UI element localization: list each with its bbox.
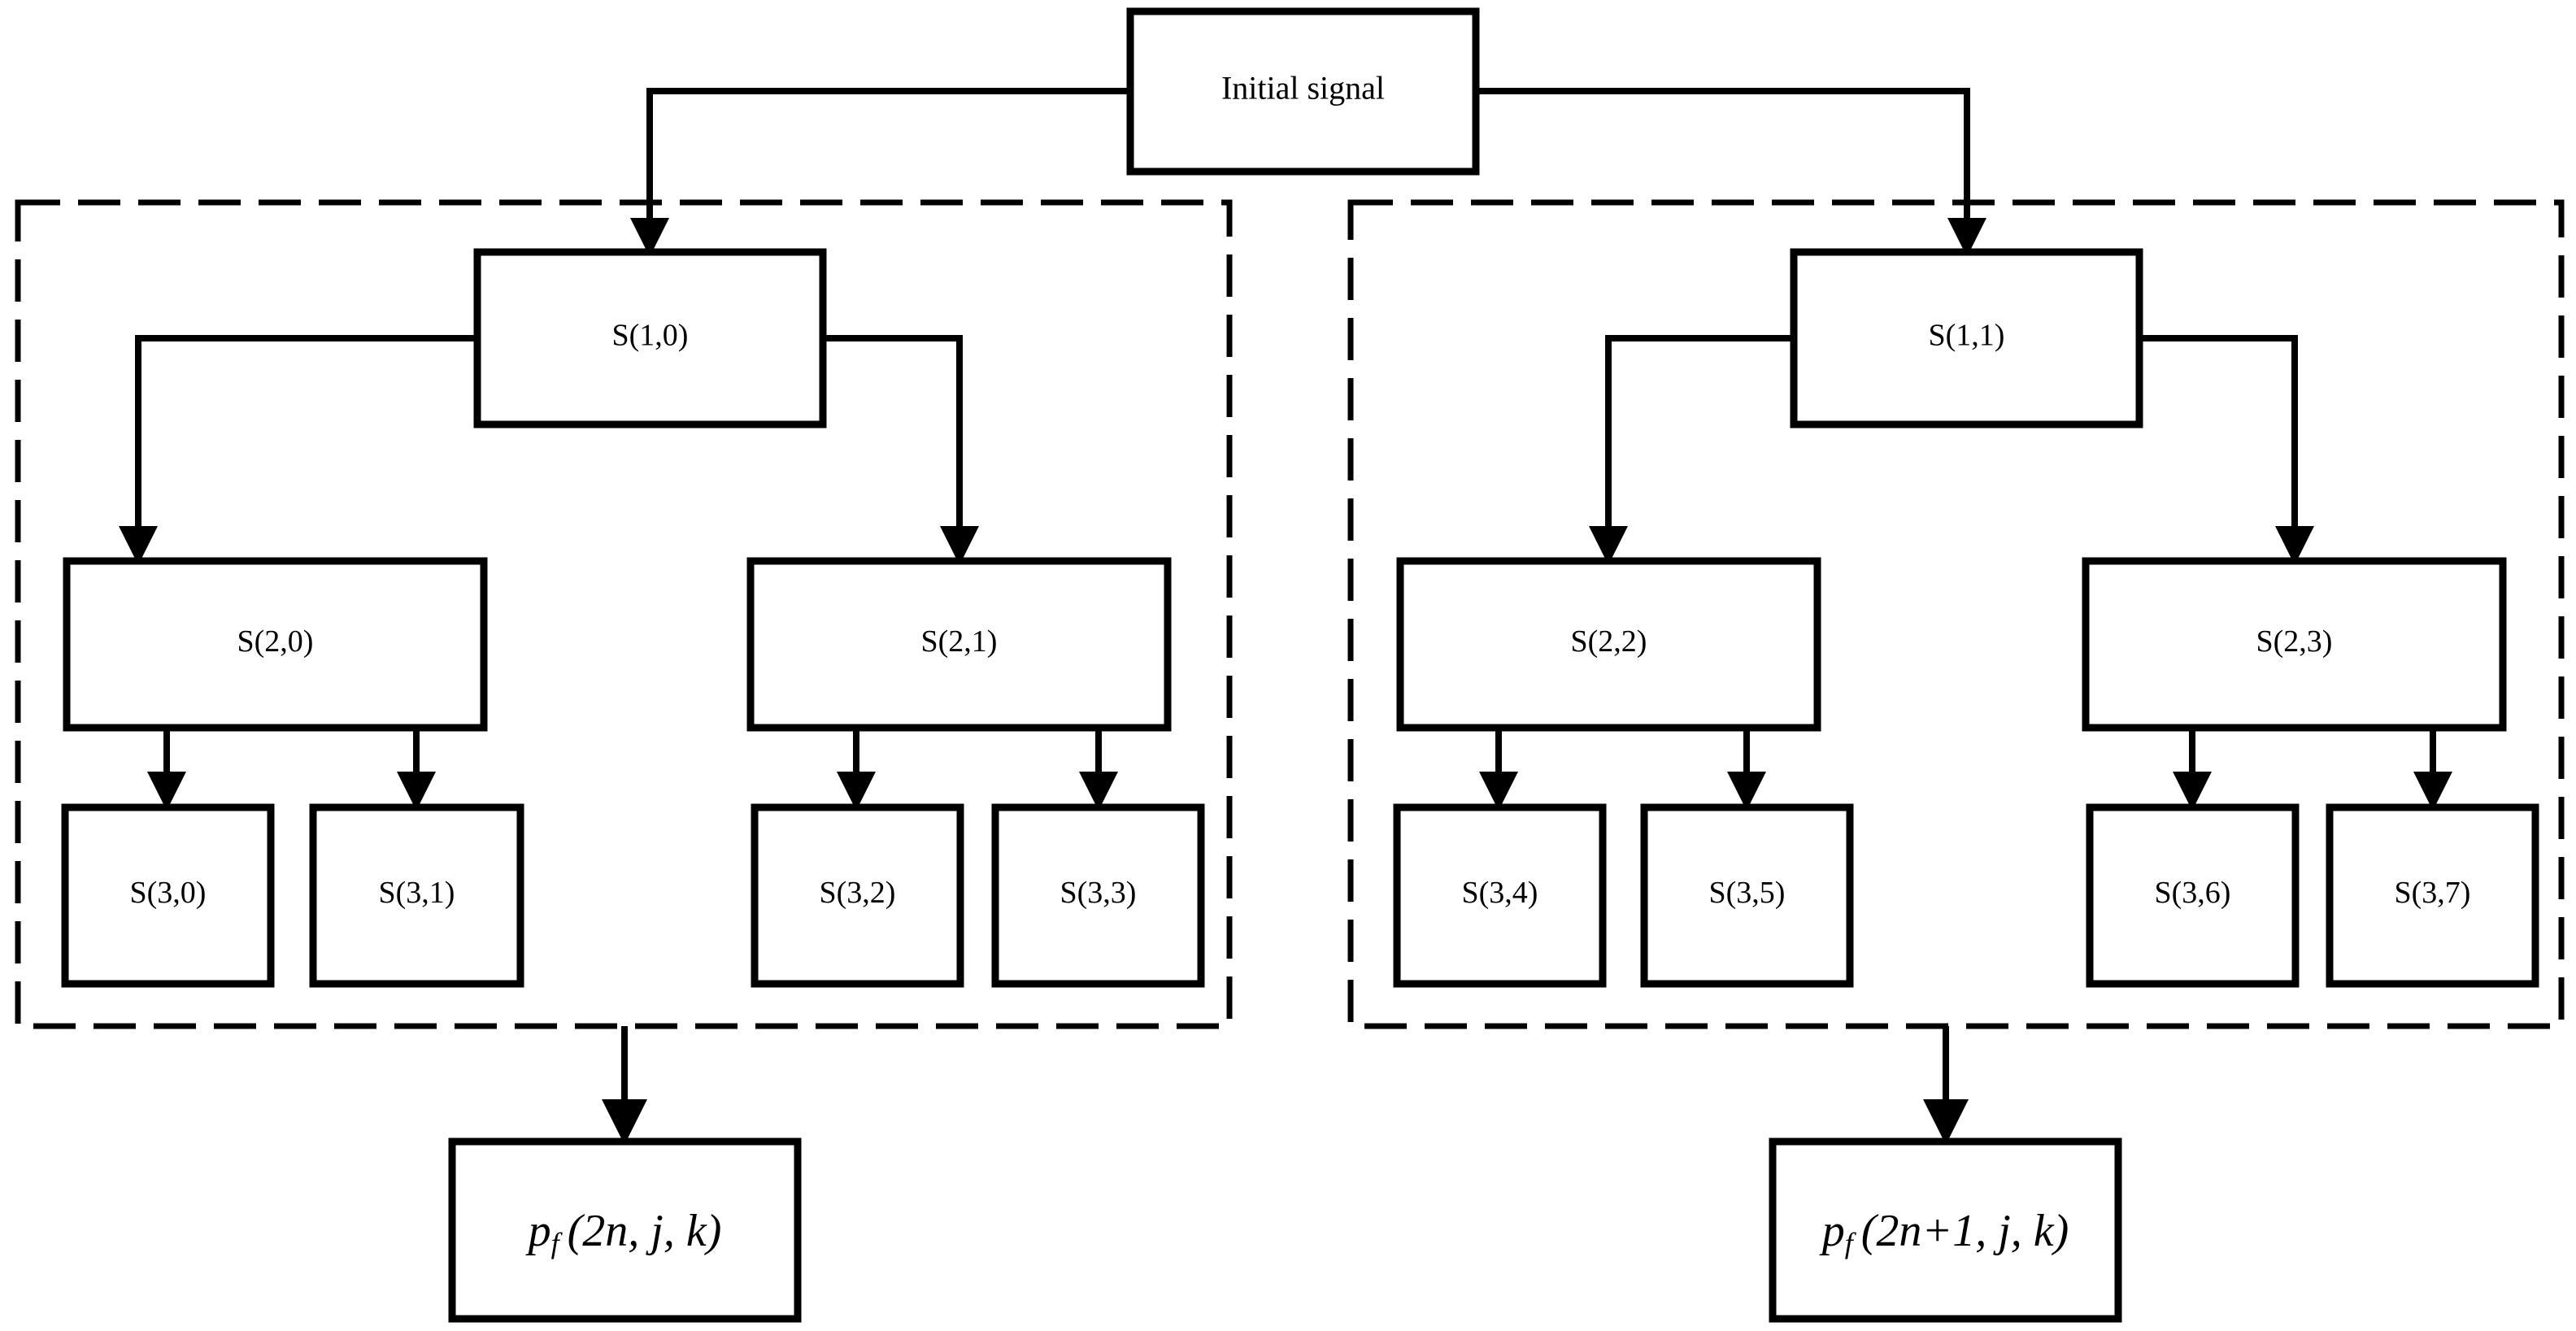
edge-s11-to-s23 — [2139, 335, 2298, 540]
node-s30[interactable]: S(3,0) — [61, 803, 275, 988]
node-s20[interactable]: S(2,0) — [63, 557, 488, 732]
edge-s23-to-s36-arrowhead — [2173, 772, 2212, 811]
node-s32-label: S(3,2) — [820, 876, 896, 910]
node-s33[interactable]: S(3,3) — [991, 803, 1205, 988]
node-s37-rect — [2326, 803, 2539, 988]
edge-s11-to-s23-arrowhead — [2275, 526, 2314, 565]
node-s11[interactable]: S(1,1) — [1790, 248, 2143, 428]
node-s31[interactable]: S(3,1) — [309, 803, 524, 988]
node-s35[interactable]: S(3,5) — [1640, 803, 1854, 988]
edge-s22-to-s35-arrowhead — [1727, 772, 1766, 811]
edge-s21-to-s32-arrowhead — [837, 772, 876, 811]
node-s33-label: S(3,3) — [1060, 876, 1137, 910]
node-output-right[interactable]: pf(2n+1, j, k) — [1769, 1137, 2122, 1323]
node-s35-label: S(3,5) — [1709, 876, 1786, 910]
node-s10-rect — [473, 248, 827, 428]
node-s36[interactable]: S(3,6) — [2086, 803, 2300, 988]
node-s36-rect — [2086, 803, 2300, 988]
edge-s11-to-s22-arrowhead — [1589, 526, 1628, 565]
edge-s20-to-s30-arrowhead — [147, 772, 186, 811]
node-s11-rect — [1790, 248, 2143, 428]
group-boxes — [15, 199, 2565, 1029]
node-s20-rect — [63, 557, 488, 732]
edge-s10-to-s21-arrowhead — [940, 526, 979, 565]
node-s22-rect — [1396, 557, 1821, 732]
edge-s22-to-s34-arrowhead — [1479, 772, 1518, 811]
group-box-right — [1347, 199, 2565, 1029]
node-s32[interactable]: S(3,2) — [751, 803, 964, 988]
node-s21[interactable]: S(2,1) — [746, 557, 1172, 732]
group-box-left — [15, 199, 1233, 1029]
node-s30-rect — [61, 803, 275, 988]
node-s34-rect — [1393, 803, 1607, 988]
node-s23-label: S(2,3) — [2256, 624, 2333, 659]
edge-s10-to-s21 — [823, 335, 963, 540]
node-s11-label: S(1,1) — [1929, 319, 2005, 353]
node-s21-label: S(2,1) — [921, 624, 998, 659]
edge-s23-to-s37-arrowhead — [2413, 772, 2452, 811]
node-s36-label: S(3,6) — [2155, 876, 2231, 910]
edge-root-to-s10 — [646, 88, 1130, 232]
node-s30-label: S(3,0) — [130, 876, 207, 910]
node-initial-signal-label: Initial signal — [1221, 70, 1385, 107]
node-s10[interactable]: S(1,0) — [473, 248, 827, 428]
edge-s11-to-s22 — [1605, 335, 1794, 540]
node-s31-rect — [309, 803, 524, 988]
node-initial-signal[interactable]: Initial signal — [1126, 7, 1480, 176]
edge-s10-to-s20-arrowhead — [119, 526, 158, 565]
edge-s21-to-s33-arrowhead — [1079, 772, 1118, 811]
node-output-left-rect — [448, 1137, 802, 1323]
node-s37-label: S(3,7) — [2395, 876, 2471, 910]
level-2-nodes: S(2,0) S(2,1) S(2,2) S(2,3) — [63, 557, 2507, 732]
node-s20-label: S(2,0) — [237, 624, 314, 659]
output-nodes: pf(2n, j, k) pf(2n+1, j, k) — [448, 1137, 2122, 1323]
edge-group-left-to-output-left-arrowhead — [602, 1099, 647, 1145]
node-s32-rect — [751, 803, 964, 988]
node-s22[interactable]: S(2,2) — [1396, 557, 1821, 732]
node-s31-label: S(3,1) — [379, 876, 455, 910]
node-output-right-formula: pf(2n+1, j, k) — [1819, 1206, 2069, 1259]
edge-group-right-to-output-right-arrowhead — [1923, 1099, 1969, 1145]
node-output-left[interactable]: pf(2n, j, k) — [448, 1137, 802, 1323]
node-s21-rect — [746, 557, 1172, 732]
node-s23[interactable]: S(2,3) — [2082, 557, 2507, 732]
node-s35-rect — [1640, 803, 1854, 988]
edge-s10-to-s20 — [135, 335, 477, 540]
node-s33-rect — [991, 803, 1205, 988]
node-s34[interactable]: S(3,4) — [1393, 803, 1607, 988]
node-s34-label: S(3,4) — [1462, 876, 1538, 910]
level-1-nodes: S(1,0) S(1,1) — [473, 248, 2143, 428]
edge-root-to-s11 — [1476, 88, 1970, 232]
node-initial-signal-rect — [1126, 7, 1480, 176]
connectors — [119, 88, 2452, 1145]
node-output-left-formula: pf(2n, j, k) — [525, 1206, 722, 1259]
node-s37[interactable]: S(3,7) — [2326, 803, 2539, 988]
level-3-nodes: S(3,0) S(3,1) S(3,2) S(3,3) S(3,4) S(3,5… — [61, 803, 2539, 988]
node-output-right-rect — [1769, 1137, 2122, 1323]
edge-root-to-s11-arrowhead — [1947, 218, 1986, 257]
node-s10-label: S(1,0) — [612, 319, 689, 353]
edge-root-to-s10-arrowhead — [630, 218, 669, 257]
node-s22-label: S(2,2) — [1571, 624, 1647, 659]
node-s23-rect — [2082, 557, 2507, 732]
edge-s20-to-s31-arrowhead — [397, 772, 436, 811]
